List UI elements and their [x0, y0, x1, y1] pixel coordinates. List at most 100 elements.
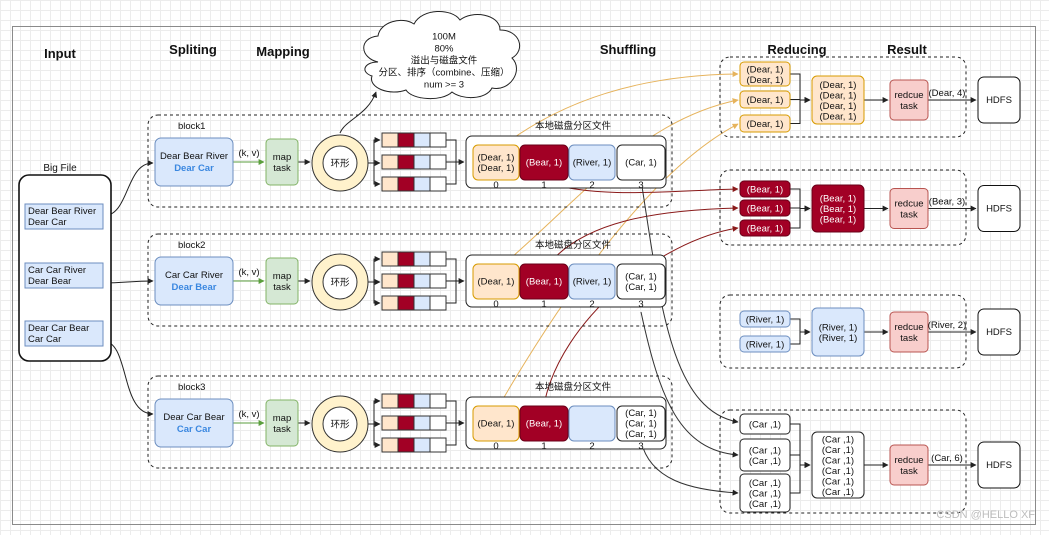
partition-number: 2 [589, 180, 594, 191]
big-file-item [24, 320, 104, 347]
ring-to-spill-arrow [368, 256, 381, 283]
hdfs-label: HDFS [986, 95, 1012, 106]
header-spliting: Spliting [169, 42, 217, 57]
watermark-text: CSDN @HELLO XF [936, 509, 1035, 521]
reducer-input [739, 180, 791, 198]
partition-value: (Dear, 1) [478, 152, 515, 163]
spill-cell [397, 132, 415, 148]
spill-cell [413, 154, 431, 170]
reducer-input-value: (Bear, 1) [747, 224, 783, 235]
spill-cell [429, 176, 447, 192]
partition-number: 3 [638, 180, 643, 191]
reducer-input-value: (River, 1) [746, 315, 785, 326]
partition-value: (River, 1) [573, 277, 612, 288]
partition-cell-3 [616, 405, 666, 442]
partition-value: (Bear, 1) [526, 158, 562, 169]
reducer-group [719, 294, 967, 369]
spill-cell [381, 393, 399, 409]
partition-number: 0 [493, 299, 498, 310]
spill-cell [429, 415, 447, 431]
partition-cell-2 [568, 144, 616, 181]
reduce-task-label: task [900, 210, 918, 221]
block-label: block1 [178, 121, 205, 132]
reducer-input [739, 473, 791, 513]
reducer-input-value: (Dear, 1) [747, 75, 784, 86]
spill-cell [381, 176, 399, 192]
ring-to-spill-arrow [373, 163, 381, 187]
spill-cell [397, 437, 415, 453]
spill-cell [381, 154, 399, 170]
spill-cell [381, 295, 399, 311]
input-to-merge-arrow [790, 454, 811, 468]
cloud-text: 分区、排序（combine、压缩） [379, 67, 510, 79]
reduce-task-label: task [900, 466, 918, 477]
map-task-box [265, 399, 299, 447]
map-task-box [265, 138, 299, 186]
reducer-group [719, 409, 967, 514]
ring-to-spill-arrow [368, 398, 381, 425]
spill-cell [397, 176, 415, 192]
merged-value: (Bear, 1) [820, 194, 856, 205]
reduce-task-label: redcue [894, 455, 923, 466]
reducer-input [739, 90, 791, 109]
partition-number: 1 [541, 299, 546, 310]
spill-cell [429, 251, 447, 267]
merged-value: (Bear, 1) [820, 204, 856, 215]
shuffle-dear-arrow [495, 71, 739, 152]
partition-cell-1 [519, 144, 569, 181]
big-file-item-line: Dear Car Bear [28, 323, 89, 334]
ring-buffer-label: 环形 [330, 277, 350, 289]
hdfs-box [977, 76, 1021, 124]
input-to-merge-arrow [790, 462, 811, 494]
spill-cell [397, 295, 415, 311]
merged-values-box [811, 307, 865, 357]
partition-number: 1 [541, 180, 546, 191]
reduce-task-label: task [900, 101, 918, 112]
reducer-input-value: (Bear, 1) [747, 204, 783, 215]
spill-cell [413, 251, 431, 267]
reducer-input-value: (Dear, 1) [747, 95, 784, 106]
merged-values-box [811, 184, 865, 233]
partition-number: 3 [638, 299, 643, 310]
reduce-task-box [889, 311, 929, 353]
cloud-text: 80% [434, 44, 454, 55]
spill-cell [397, 251, 415, 267]
merged-value: (River, 1) [819, 322, 858, 333]
reducer-input [739, 438, 791, 472]
split-box [154, 256, 234, 306]
shuffle-dear-arrow [495, 123, 739, 412]
header-mapping: Mapping [256, 44, 309, 59]
merged-value: (Car ,1) [822, 445, 854, 456]
partition-cell-2 [568, 405, 616, 442]
merged-value: (Car ,1) [822, 434, 854, 445]
partition-cell-1 [519, 405, 569, 442]
reducer-input-value: (Car ,1) [749, 489, 781, 500]
diagram-frame [12, 26, 1036, 525]
shuffle-car-arrow [640, 179, 739, 425]
cloud-text: 100M [432, 32, 456, 43]
reducer-input-value: (Dear, 1) [747, 119, 784, 130]
hdfs-label: HDFS [986, 460, 1012, 471]
map-task-label: map [273, 152, 291, 163]
block-label: block2 [178, 240, 205, 251]
block-container [147, 375, 673, 469]
merged-value: (Car ,1) [822, 455, 854, 466]
partition-value: (Car, 1) [625, 271, 657, 282]
partition-value: (Bear, 1) [526, 277, 562, 288]
split-box [154, 398, 234, 448]
block-container [147, 114, 673, 208]
partition-value: (Bear, 1) [526, 419, 562, 430]
split-box [154, 137, 234, 187]
spill-cell [413, 132, 431, 148]
header-result: Result [887, 42, 927, 57]
shuffle-car-arrow [640, 440, 739, 496]
partition-cell-0 [472, 144, 520, 181]
ring-buffer-label: 环形 [330, 419, 350, 431]
partition-value: (Car, 1) [625, 429, 657, 440]
merged-values-box [811, 75, 865, 125]
partition-value: (Dear, 1) [478, 163, 515, 174]
reducer-input-value: (Car ,1) [749, 420, 781, 431]
merged-value: (Car ,1) [822, 476, 854, 487]
hdfs-box [977, 441, 1021, 489]
